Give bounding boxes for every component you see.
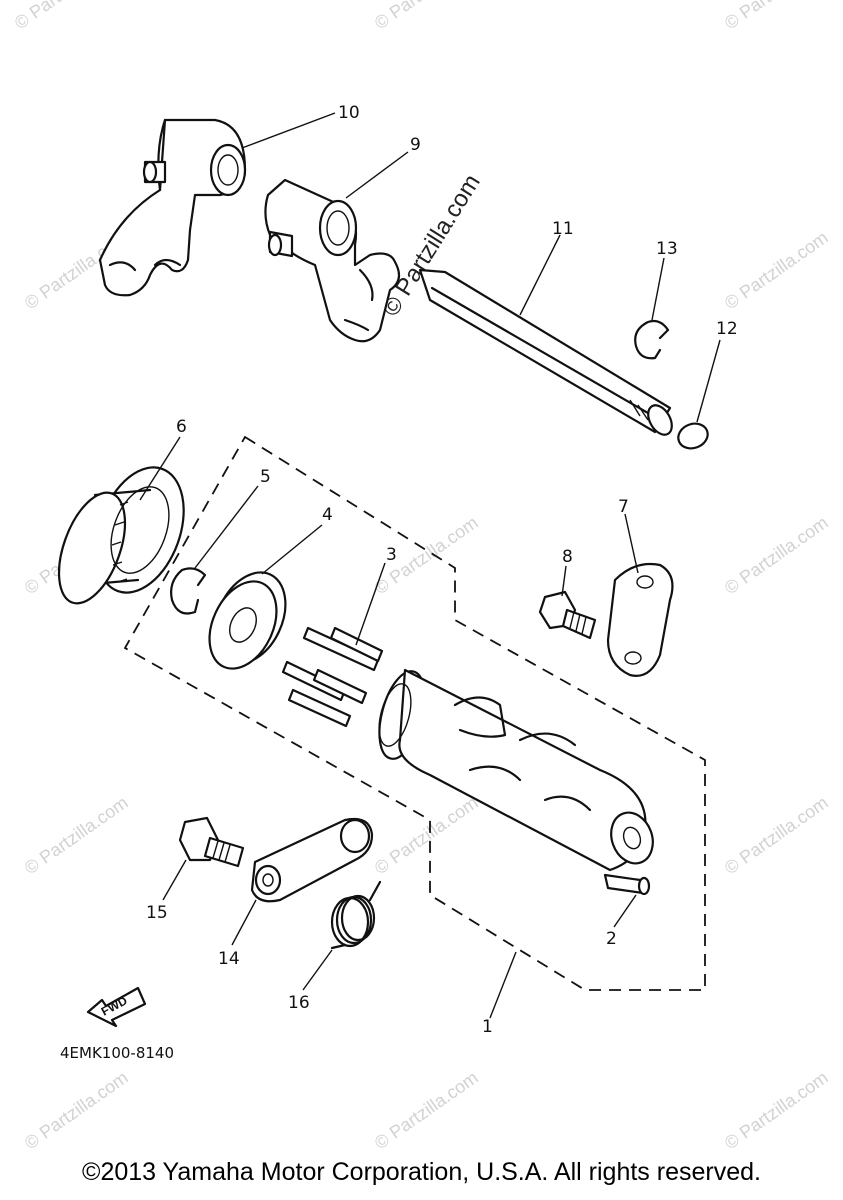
assembly-outline xyxy=(123,435,706,991)
watermark: © Partzilla.com xyxy=(11,0,122,33)
watermark: © Partzilla.com xyxy=(371,1067,482,1153)
guide-bar-11 xyxy=(418,268,673,436)
callout-14: 14 xyxy=(218,949,240,969)
bolt-8 xyxy=(538,590,597,640)
callout-3: 3 xyxy=(386,545,397,565)
pin-2 xyxy=(603,873,651,896)
watermark: © Partzilla.com xyxy=(21,1067,132,1153)
watermark: © Partzilla.com xyxy=(721,792,832,878)
callout-1: 1 xyxy=(482,1017,493,1037)
o-ring-12 xyxy=(677,422,709,450)
stopper-arm-14 xyxy=(250,817,374,903)
watermark: © Partzilla.com xyxy=(721,512,832,598)
callout-15: 15 xyxy=(146,903,168,923)
callout-12: 12 xyxy=(716,319,738,339)
callout-labels: 10 9 11 13 12 6 5 4 3 7 8 2 15 14 16 1 xyxy=(146,103,738,1037)
shift-fork-9 xyxy=(264,178,401,343)
watermark: © Partzilla.com xyxy=(721,227,832,313)
spring-16 xyxy=(330,880,382,950)
watermark: © Partzilla.com xyxy=(721,0,832,33)
bolt-15 xyxy=(178,816,245,868)
circlip-5 xyxy=(170,567,207,615)
watermark: © Partzilla.com xyxy=(721,1067,832,1153)
shift-drum-1 xyxy=(378,668,654,872)
watermark: © Partzilla.com xyxy=(371,792,482,878)
pins-3 xyxy=(281,626,384,728)
shift-fork-10 xyxy=(98,118,247,297)
part-code: 4EMK100-8140 xyxy=(60,1044,174,1062)
callout-6: 6 xyxy=(176,417,187,437)
callout-10: 10 xyxy=(338,103,360,123)
leader-lines xyxy=(139,112,721,1019)
callout-16: 16 xyxy=(288,993,310,1013)
bearing-6 xyxy=(57,466,185,605)
callout-11: 11 xyxy=(552,219,574,239)
callout-5: 5 xyxy=(260,467,271,487)
callout-7: 7 xyxy=(618,497,629,517)
circlip-13 xyxy=(634,319,670,360)
callout-13: 13 xyxy=(656,239,678,259)
callout-4: 4 xyxy=(322,505,333,525)
copyright-notice: ©2013 Yamaha Motor Corporation, U.S.A. A… xyxy=(82,1158,761,1186)
callout-2: 2 xyxy=(606,929,617,949)
watermark: © Partzilla.com xyxy=(21,792,132,878)
callout-9: 9 xyxy=(410,135,421,155)
fwd-arrow-icon: FWD xyxy=(86,986,147,1028)
plate-7 xyxy=(606,562,674,677)
watermark: © Partzilla.com xyxy=(371,0,482,33)
callout-8: 8 xyxy=(562,547,573,567)
washer-4 xyxy=(208,571,287,670)
